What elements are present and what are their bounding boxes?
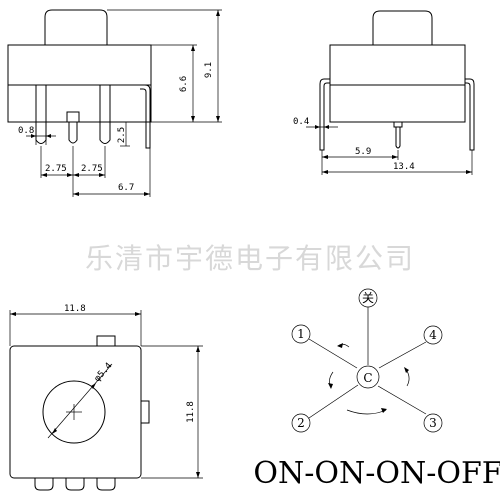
front-actuator — [44, 9, 108, 45]
dim-pitch-1: 2.75 — [45, 164, 67, 174]
switch-schematic: 关 C 1 2 3 4 — [291, 288, 443, 433]
node-common-label: C — [363, 371, 372, 385]
node-3-label: 3 — [429, 416, 437, 430]
top-view: φ5.4 11.8 11.8 — [9, 304, 203, 491]
side-lead-right — [465, 78, 475, 151]
node-2-label: 2 — [297, 416, 305, 430]
side-center-pin — [395, 127, 401, 149]
dim-outer-pins: 6.7 — [118, 183, 134, 193]
company-watermark: 乐清市宇德电子有限公司 — [85, 242, 415, 275]
front-bracket — [140, 84, 151, 149]
dim-body-height: 6.6 — [179, 76, 189, 92]
right-tab — [140, 400, 150, 424]
dim-pin-length: 2.5 — [117, 127, 127, 143]
dim-width: 13.4 — [393, 162, 415, 172]
dim-lead: 0.4 — [293, 117, 309, 127]
dim-pin-width: 0.8 — [18, 126, 34, 136]
dim-pitch-2: 2.75 — [81, 164, 103, 174]
node-4-label: 4 — [429, 328, 437, 342]
dim-top-width: 11.8 — [64, 304, 86, 314]
bottom-pin-1 — [34, 478, 54, 491]
node-2 — [291, 413, 311, 433]
node-4 — [423, 325, 443, 345]
rotation-arrow-bottom — [346, 409, 387, 415]
front-pin-2-base — [66, 111, 80, 123]
dim-top-height: 11.8 — [186, 401, 196, 423]
node-3 — [423, 413, 443, 433]
front-pin-2 — [68, 122, 78, 144]
node-off — [358, 288, 378, 308]
front-body — [7, 44, 152, 123]
side-body — [329, 44, 466, 123]
side-view: 0.4 5.9 13.4 — [293, 10, 475, 175]
front-pin-3 — [99, 85, 111, 144]
knob-circle — [42, 380, 106, 444]
bottom-pin-2 — [65, 478, 85, 491]
switch-states-label: ON-ON-ON-OFF — [253, 456, 500, 491]
front-view: 6.6 9.1 2.5 0.8 2.75 2.75 6.7 — [7, 9, 222, 197]
dim-total-height: 9.1 — [204, 62, 214, 78]
node-off-label: 关 — [362, 291, 374, 305]
node-1 — [291, 324, 311, 344]
node-common — [356, 365, 380, 389]
top-tab — [96, 335, 116, 347]
front-pin-1 — [35, 85, 47, 144]
dim-center: 5.9 — [355, 147, 371, 157]
side-actuator — [372, 10, 433, 45]
side-lead-left — [319, 78, 330, 151]
bottom-pin-3 — [96, 478, 116, 491]
node-1-label: 1 — [297, 327, 305, 341]
